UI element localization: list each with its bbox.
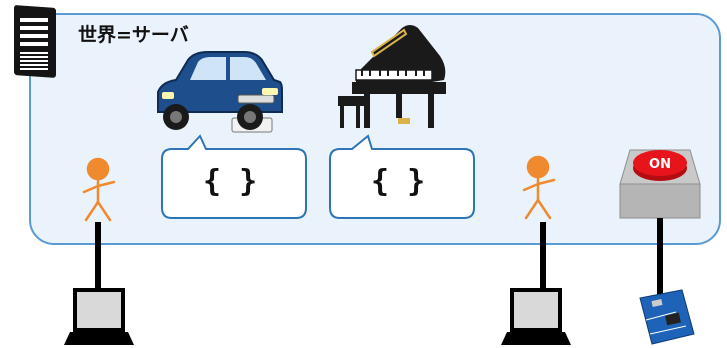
on-button-icon bbox=[619, 149, 701, 219]
speech-bubble-piano bbox=[329, 134, 475, 219]
bubble-text-piano: { } bbox=[371, 164, 426, 199]
server-icon bbox=[14, 5, 56, 78]
arduino-board-icon bbox=[639, 289, 695, 345]
bubble-text-car: { } bbox=[203, 164, 258, 199]
stick-figure-icon bbox=[522, 155, 556, 220]
on-button-label: ON bbox=[649, 157, 671, 172]
laptop-icon bbox=[64, 288, 134, 345]
connection-line bbox=[540, 222, 546, 292]
connection-line bbox=[95, 222, 101, 292]
laptop-icon bbox=[501, 288, 571, 345]
grand-piano-icon bbox=[338, 25, 446, 128]
car-icon bbox=[157, 51, 283, 133]
stick-figure-icon bbox=[82, 157, 116, 222]
connection-line bbox=[657, 218, 663, 296]
speech-bubble-car bbox=[161, 134, 307, 219]
world-title: 世界=サーバ bbox=[78, 24, 189, 46]
